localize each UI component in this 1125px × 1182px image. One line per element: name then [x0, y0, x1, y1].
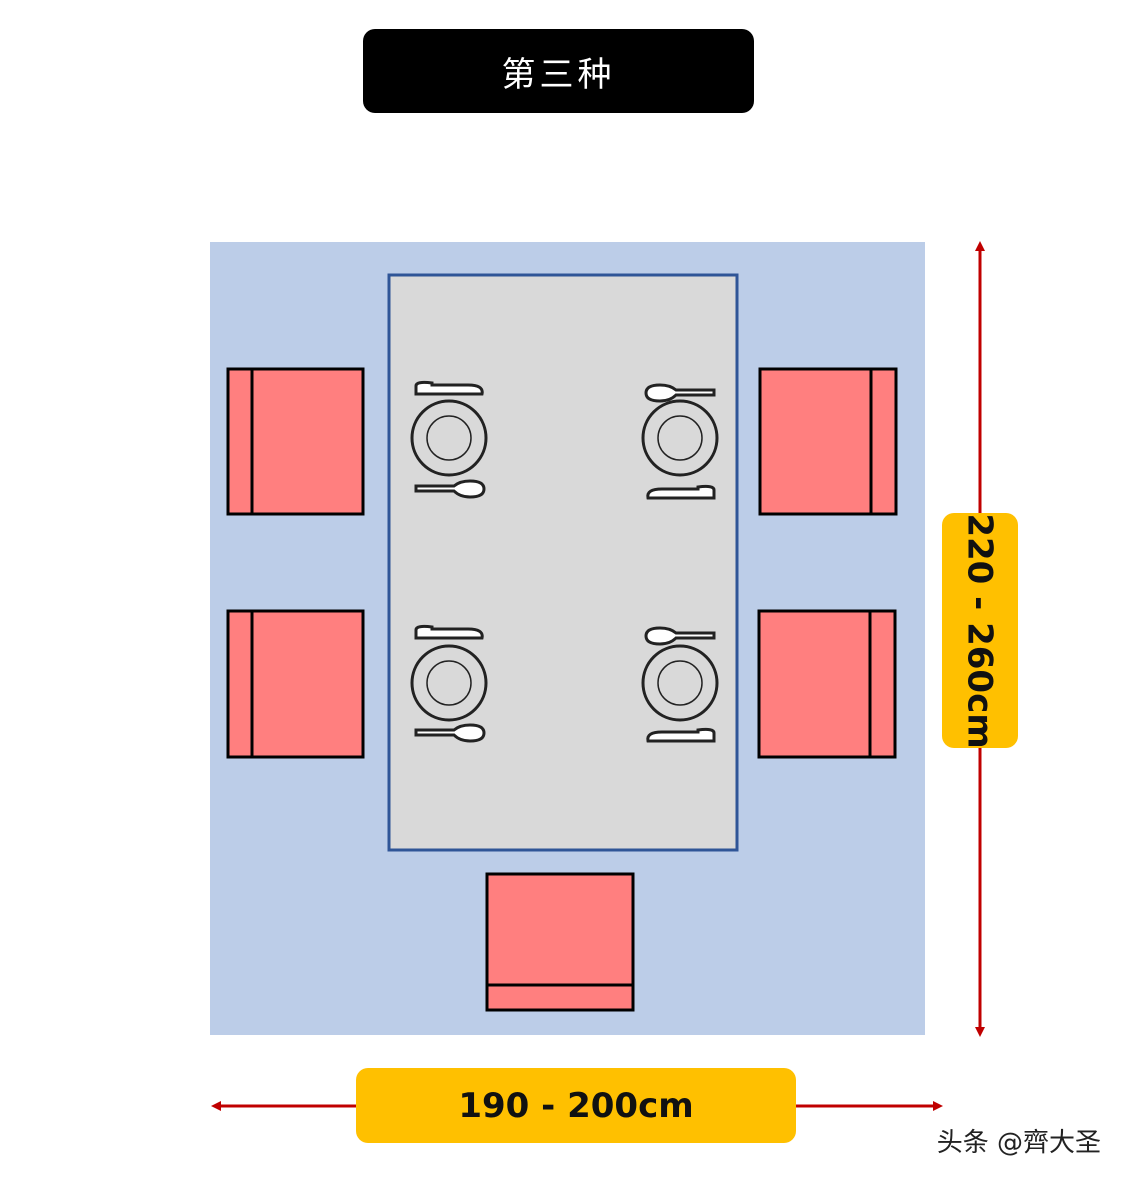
chair-bottom [485, 872, 635, 1012]
place-setting-right-bottom [641, 626, 719, 743]
author-credit: 头条 @齊大圣 [936, 1128, 1101, 1158]
place-setting-left-bottom [410, 624, 488, 743]
place-setting-right-top [641, 383, 719, 500]
chair-right-bottom [757, 609, 897, 759]
chair-right-top [758, 367, 898, 516]
width-dimension-label: 190 - 200cm [356, 1068, 796, 1143]
width-dimension-text: 190 - 200cm [458, 1085, 694, 1126]
place-setting-left-top [410, 380, 488, 499]
dining-table [387, 273, 739, 852]
chair-left-top [226, 367, 365, 516]
chair-left-bottom [226, 609, 365, 759]
title-badge: 第三种 [363, 29, 754, 113]
height-dimension-text: 220 - 260cm [960, 512, 1000, 749]
title-text: 第三种 [501, 54, 616, 95]
height-dimension-label: 220 - 260cm [942, 513, 1018, 748]
